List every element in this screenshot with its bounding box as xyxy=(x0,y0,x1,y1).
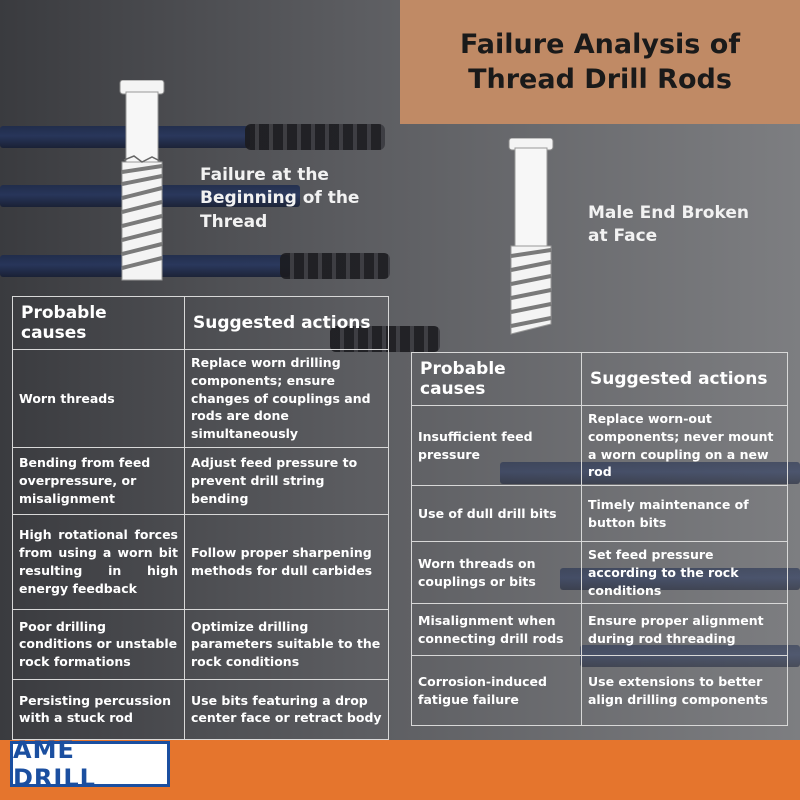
broken-rod-illustration-left xyxy=(119,80,165,281)
table-row: Persisting percussion with a stuck rod U… xyxy=(12,678,389,740)
broken-rod-illustration-right xyxy=(508,138,554,335)
table-row: Misalignment when connecting drill rods … xyxy=(411,603,788,657)
rod-thread-image xyxy=(245,124,385,150)
drill-rod-image xyxy=(0,126,250,148)
action-cell: Use extensions to better align drilling … xyxy=(581,655,788,727)
table-row: Worn threads Replace worn drilling compo… xyxy=(12,349,389,448)
table-row: Worn threads on couplings or bits Set fe… xyxy=(411,540,788,605)
table-row: Insufficient feed pressure Replace worn-… xyxy=(411,405,788,486)
table-row: Use of dull drill bits Timely maintenanc… xyxy=(411,485,788,542)
table-header-row: Probable causes Suggested actions xyxy=(12,296,389,350)
header-probable-causes: Probable causes xyxy=(12,296,185,350)
cause-cell: Corrosion-induced fatigue failure xyxy=(411,655,582,727)
left-causes-table: Probable causes Suggested actions Worn t… xyxy=(12,296,389,740)
right-failure-label: Male End Broken at Face xyxy=(588,203,749,247)
action-cell: Timely maintenance of button bits xyxy=(581,485,788,542)
title-banner: Failure Analysis of Thread Drill Rods xyxy=(400,0,800,124)
cause-cell: Poor drilling conditions or unstable roc… xyxy=(12,608,185,680)
action-cell: Replace worn-out components; never mount… xyxy=(581,405,788,486)
action-cell: Adjust feed pressure to prevent drill st… xyxy=(184,446,389,515)
cause-cell: Worn threads xyxy=(12,349,185,448)
left-failure-label: Failure at the Beginning of the Thread xyxy=(200,165,360,232)
action-cell: Set feed pressure according to the rock … xyxy=(581,540,788,605)
cause-cell: Use of dull drill bits xyxy=(411,485,582,542)
cause-cell: Bending from feed overpressure, or misal… xyxy=(12,446,185,515)
header-suggested-actions: Suggested actions xyxy=(184,296,389,350)
cause-cell: Worn threads on couplings or bits xyxy=(411,540,582,605)
action-cell: Optimize drilling parameters suitable to… xyxy=(184,608,389,680)
ame-drill-logo: AME DRILL xyxy=(10,736,170,792)
cause-cell: Persisting percussion with a stuck rod xyxy=(12,678,185,740)
cause-cell: Misalignment when connecting drill rods xyxy=(411,603,582,657)
table-row: Poor drilling conditions or unstable roc… xyxy=(12,608,389,680)
table-row: Corrosion-induced fatigue failure Use ex… xyxy=(411,655,788,727)
cause-cell: Insufficient feed pressure xyxy=(411,405,582,486)
logo-text: AME DRILL xyxy=(13,736,96,792)
page-title: Failure Analysis of Thread Drill Rods xyxy=(459,28,741,95)
header-probable-causes: Probable causes xyxy=(411,352,582,406)
header-suggested-actions: Suggested actions xyxy=(581,352,788,406)
action-cell: Ensure proper alignment during rod threa… xyxy=(581,603,788,657)
table-row: Bending from feed overpressure, or misal… xyxy=(12,446,389,515)
rod-thread-image xyxy=(280,253,390,279)
right-causes-table: Probable causes Suggested actions Insuff… xyxy=(411,352,788,727)
action-cell: Follow proper sharpening methods for dul… xyxy=(184,513,389,610)
action-cell: Use bits featuring a drop center face or… xyxy=(184,678,389,740)
table-header-row: Probable causes Suggested actions xyxy=(411,352,788,406)
action-cell: Replace worn drilling components; ensure… xyxy=(184,349,389,448)
table-row: High rotational forces from using a worn… xyxy=(12,513,389,610)
cause-cell: High rotational forces from using a worn… xyxy=(12,513,185,610)
